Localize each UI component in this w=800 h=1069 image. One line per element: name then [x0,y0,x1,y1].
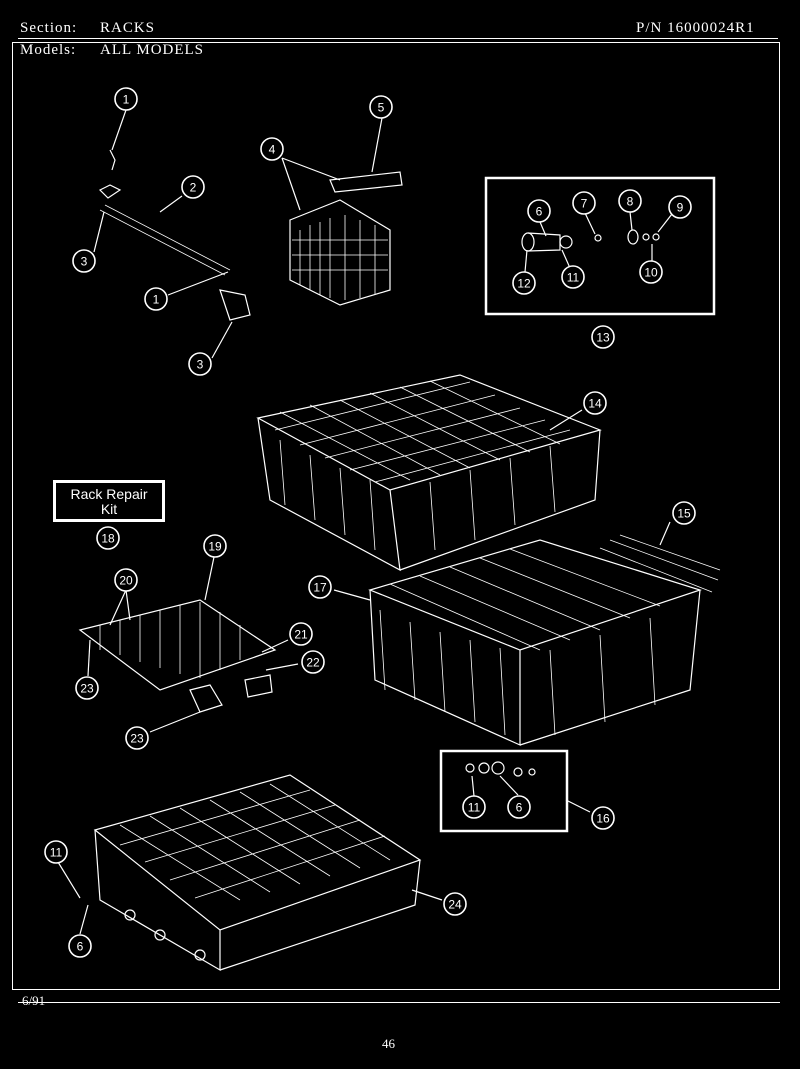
diagram-frame [12,42,780,990]
callout-2: 2 [181,175,205,199]
callout-8: 8 [618,189,642,213]
callout-1: 1 [114,87,138,111]
callout-23: 23 [125,726,149,750]
callout-label: 10 [644,266,658,280]
callout-20: 20 [114,568,138,592]
callout-label: 6 [516,801,523,815]
callout-label: 7 [581,197,588,211]
callout-5: 5 [369,95,393,119]
callout-label: 18 [101,532,115,546]
roller-detail-box [439,749,569,833]
callout-21: 21 [289,622,313,646]
part-number: P/N 16000024R1 [636,20,755,36]
callout-label: 2 [190,181,197,195]
callout-label: 22 [306,656,320,670]
callout-label: 19 [208,540,222,554]
callout-9: 9 [668,195,692,219]
callout-15: 15 [672,501,696,525]
hardware-detail-box [484,176,716,316]
callout-7: 7 [572,191,596,215]
callout-label: 24 [448,898,462,912]
kit-line-1: Rack Repair [70,486,148,502]
callout-label: 20 [119,574,133,588]
bottom-rack [93,774,422,972]
roller-detail-parts [465,761,536,777]
callout-6: 6 [507,795,531,819]
callout-label: 11 [567,271,580,285]
callout-label: 23 [130,732,144,746]
header-rule [18,38,778,39]
callout-1: 1 [144,287,168,311]
callout-label: 6 [536,205,543,219]
callout-14: 14 [583,391,607,415]
callout-label: 6 [77,940,84,954]
callout-16: 16 [591,806,615,830]
callout-12: 12 [512,271,536,295]
callout-label: 1 [153,293,160,307]
hardware-detail-parts [521,229,660,252]
callout-13: 13 [591,325,615,349]
models-label: Models: [20,42,77,58]
callout-label: 17 [313,581,327,595]
callout-18: 18 [96,526,120,550]
leader-lines [57,109,673,935]
callout-label: 23 [80,682,94,696]
models-value: ALL MODELS [100,42,205,58]
callout-19: 19 [203,534,227,558]
callout-label: 8 [627,195,634,209]
callout-label: 3 [81,255,88,269]
callout-label: 1 [123,93,130,107]
page-number: 46 [382,1036,395,1051]
callout-17: 17 [308,575,332,599]
cup-shelf-assembly [78,599,277,713]
lower-rack [368,534,721,746]
callout-11: 11 [44,840,68,864]
callout-label: 16 [596,812,610,826]
callout-label: 12 [517,277,531,291]
callout-label: 11 [468,801,481,815]
section-label: Section: [20,20,78,36]
callout-label: 14 [588,397,602,411]
callout-label: 21 [294,628,308,642]
callout-11: 11 [561,265,585,289]
callout-22: 22 [301,650,325,674]
callout-6: 6 [527,199,551,223]
section-value: RACKS [100,20,156,36]
callout-6: 6 [68,934,92,958]
footer-rule [18,1002,780,1003]
callout-3: 3 [72,249,96,273]
callout-label: 11 [50,846,63,860]
callout-3: 3 [188,352,212,376]
kit-line-2: Kit [100,501,118,517]
callout-24: 24 [443,892,467,916]
callout-4: 4 [260,137,284,161]
rack-track-assembly [98,149,251,321]
rack-repair-kit-box: Rack Repair Kit [53,480,165,522]
upper-rack [256,374,602,572]
callout-label: 13 [596,331,610,345]
callout-label: 15 [677,507,691,521]
callout-label: 4 [269,143,276,157]
callout-label: 5 [378,101,385,115]
silverware-basket [289,171,403,306]
callout-label: 9 [677,201,684,215]
callout-11: 11 [462,795,486,819]
callout-label: 3 [197,358,204,372]
callout-10: 10 [639,260,663,284]
footer-date: 6/91 [22,993,46,1008]
callout-23: 23 [75,676,99,700]
